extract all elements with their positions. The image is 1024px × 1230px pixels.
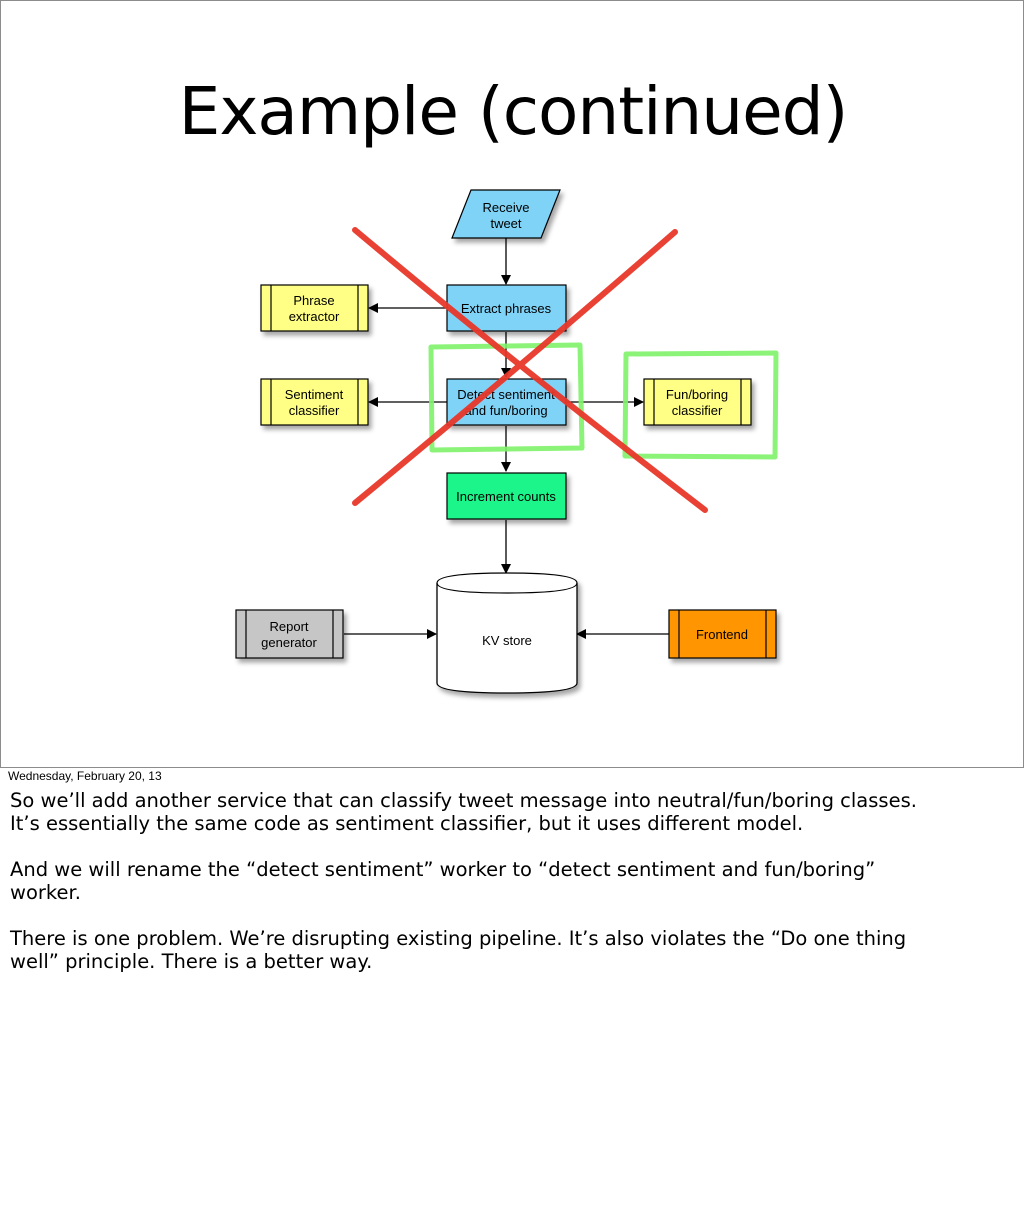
- notes-line: So we’ll add another service that can cl…: [10, 789, 917, 812]
- sentiment-classifier-line-1: Sentiment: [285, 387, 344, 402]
- receive-tweet-line-2: tweet: [490, 216, 521, 231]
- report-generator-node: Report generator: [235, 609, 344, 659]
- report-generator-line-1: Report: [269, 619, 308, 634]
- notes-line: It’s essentially the same code as sentim…: [10, 812, 804, 835]
- slide-title: Example (continued): [178, 73, 849, 150]
- highlight-fun-boring-classifier: [622, 350, 779, 460]
- increment-counts-node: Increment counts: [446, 472, 567, 520]
- red-cross-stroke-1: [352, 227, 708, 513]
- fun-boring-classifier-line-2: classifier: [672, 403, 723, 418]
- fun-boring-classifier-line-1: Fun/boring: [666, 387, 728, 402]
- notes-line: well” principle. There is a better way.: [10, 950, 373, 973]
- kv-store-node: KV store: [436, 572, 578, 694]
- flow-diagram: Receive tweet Extract phrases Phrase ext…: [235, 189, 779, 694]
- frontend-label: Frontend: [696, 627, 748, 642]
- highlight-detect-sentiment: [428, 342, 585, 453]
- notes-line: worker.: [10, 881, 81, 904]
- sentiment-classifier-line-2: classifier: [289, 403, 340, 418]
- receive-tweet-line-1: Receive: [483, 200, 530, 215]
- phrase-extractor-node: Phrase extractor: [260, 284, 369, 332]
- sentiment-classifier-node: Sentiment classifier: [260, 378, 369, 426]
- receive-tweet-node: Receive tweet: [451, 189, 561, 239]
- detect-sentiment-line-2: and fun/boring: [464, 403, 547, 418]
- presenter-date: Wednesday, February 20, 13: [8, 769, 162, 783]
- notes-line: There is one problem. We’re disrupting e…: [10, 927, 907, 950]
- phrase-extractor-line-1: Phrase: [293, 293, 334, 308]
- highlight-boxes: [428, 342, 779, 460]
- increment-counts-label: Increment counts: [456, 489, 556, 504]
- detect-sentiment-line-1: Detect sentiment: [457, 387, 555, 402]
- extract-phrases-label: Extract phrases: [461, 301, 552, 316]
- fun-boring-classifier-node: Fun/boring classifier: [643, 378, 752, 426]
- phrase-extractor-line-2: extractor: [289, 309, 340, 324]
- red-cross-stroke-2: [352, 229, 678, 506]
- kv-store-label: KV store: [482, 633, 532, 648]
- red-cross: [352, 227, 708, 513]
- notes-line: And we will rename the “detect sentiment…: [10, 858, 876, 881]
- slide: Example (continued) Receive twe: [0, 0, 1024, 768]
- frontend-node: Frontend: [668, 609, 777, 659]
- report-generator-line-2: generator: [261, 635, 317, 650]
- speaker-notes: So we’ll add another service that can cl…: [10, 789, 1010, 973]
